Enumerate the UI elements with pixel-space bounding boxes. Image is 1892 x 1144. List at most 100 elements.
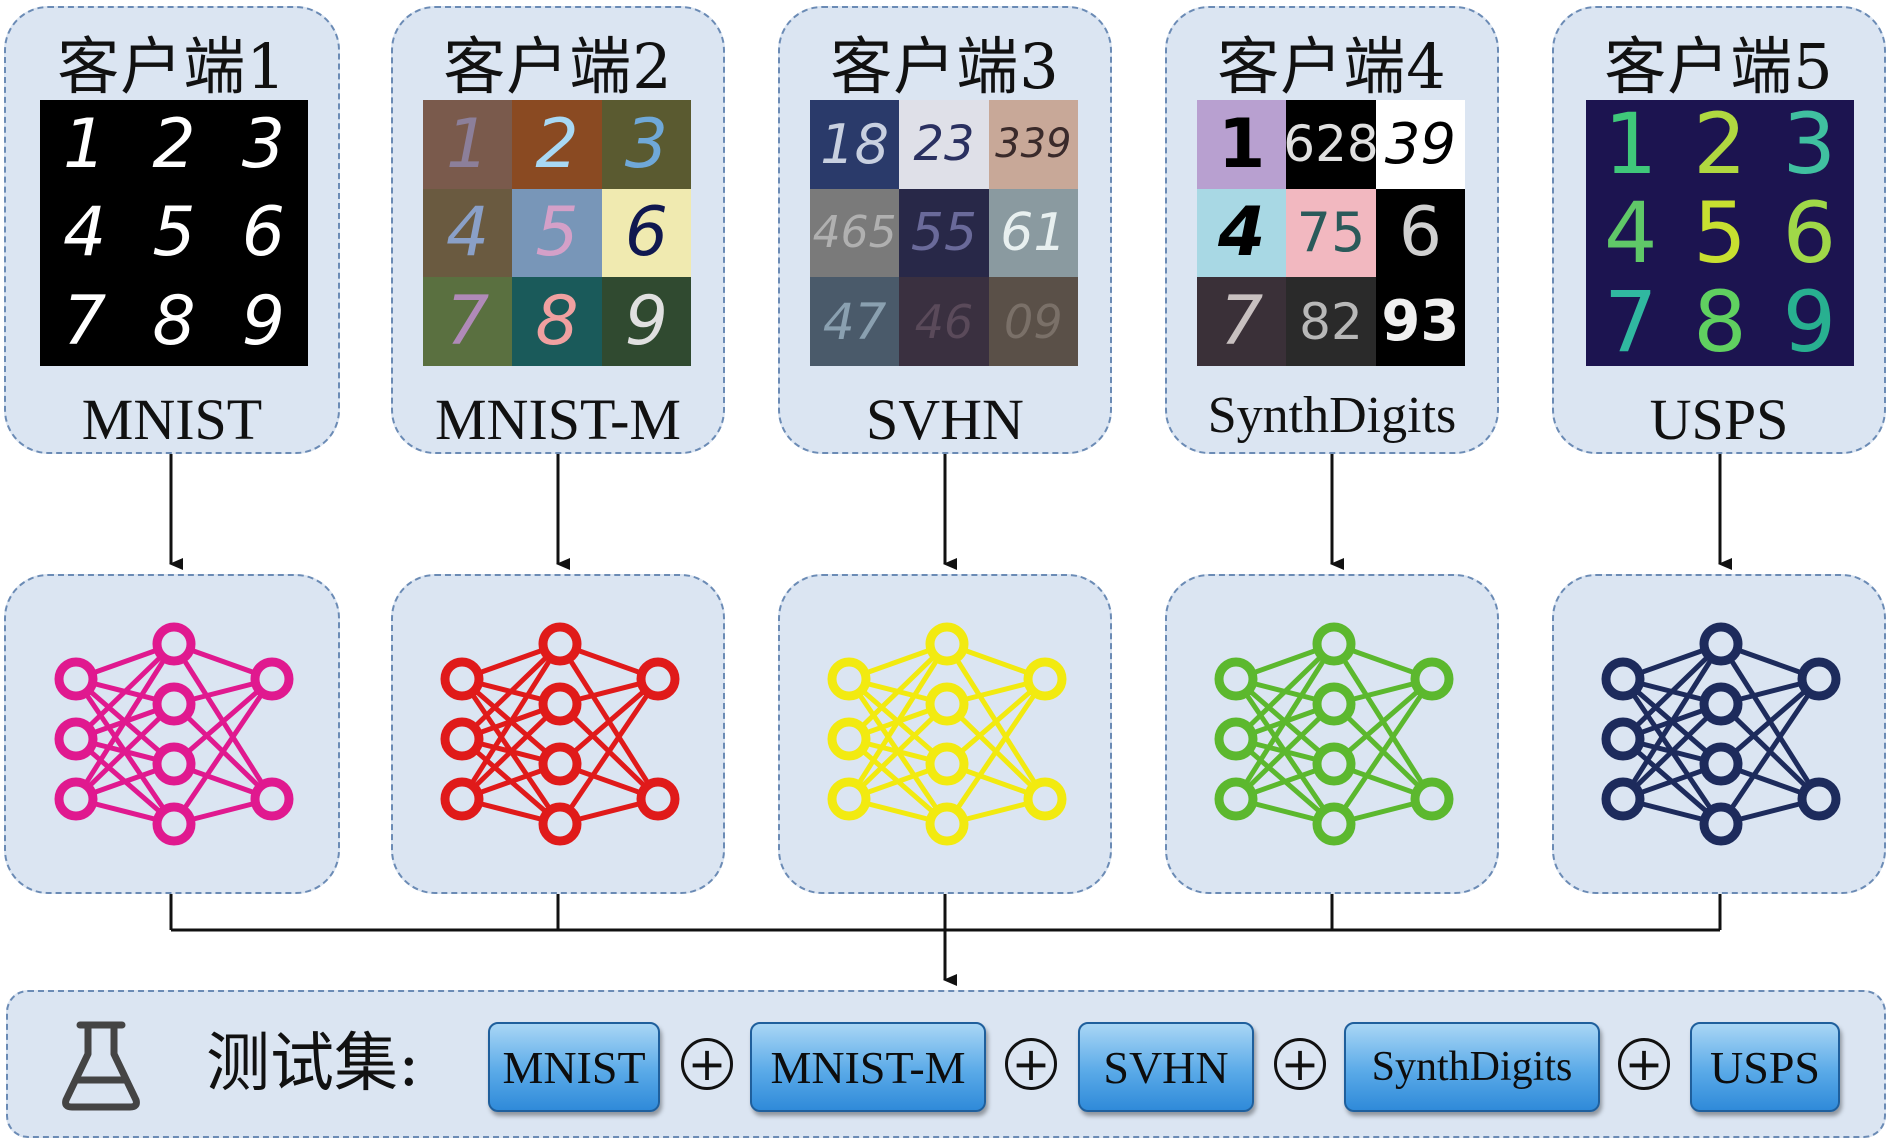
network-node — [54, 657, 98, 701]
client-title: 客户端2 — [443, 30, 673, 103]
sample-digit: 339 — [988, 100, 1078, 189]
sample-digit: 7 — [1197, 277, 1287, 366]
sample-digit: 9 — [241, 282, 285, 362]
sample-digit: 75 — [1286, 188, 1376, 278]
sample-digit: 93 — [1375, 277, 1465, 366]
sample-digit: 4 — [1603, 188, 1658, 278]
network-node — [1601, 717, 1645, 761]
sample-digit: 8 — [1693, 277, 1747, 366]
sample-digit: 18 — [810, 100, 900, 189]
network-node — [152, 802, 196, 846]
network-node — [54, 717, 98, 761]
network-connection — [557, 677, 661, 826]
network-connection — [1621, 702, 1723, 801]
sample-digit: 46 — [899, 277, 989, 366]
network-node — [925, 682, 969, 726]
mnist-sample-grid: 1 2 3 4 5 6 7 8 9 — [40, 100, 308, 366]
network-connection — [74, 642, 176, 741]
network-connection — [1621, 642, 1723, 741]
network-node — [250, 777, 294, 821]
sample-digit: 1 — [423, 100, 513, 189]
network-node — [925, 742, 969, 786]
network-node — [1797, 777, 1841, 821]
client-title: 客户端3 — [830, 30, 1060, 103]
network-node — [538, 802, 582, 846]
sample-digit: 6 — [601, 188, 691, 278]
network-node — [1410, 777, 1454, 821]
test-chip-mnist: MNIST — [488, 1022, 660, 1112]
sample-digit: 5 — [152, 193, 196, 273]
sample-digit: 39 — [1375, 100, 1465, 189]
network-connection — [1718, 677, 1822, 826]
network-connection — [73, 642, 177, 801]
network-node — [1410, 657, 1454, 701]
network-node — [1214, 777, 1258, 821]
network-node — [1023, 777, 1067, 821]
network-node — [440, 717, 484, 761]
network-node — [827, 657, 871, 701]
sample-digit: 628 — [1286, 100, 1376, 189]
network-connection — [460, 642, 562, 741]
sample-digit: 23 — [899, 100, 989, 189]
sample-digit: 8 — [512, 277, 602, 366]
network-connection — [1234, 642, 1336, 741]
sample-digit: 5 — [512, 188, 602, 278]
neural-network-icon — [54, 622, 294, 846]
test-chip-svhn: SVHN — [1078, 1022, 1254, 1112]
svhn-sample-grid: 18 23 339 465 55 61 47 46 09 — [810, 100, 1078, 366]
plus-operator: + — [681, 1038, 733, 1090]
mnist-m-sample-grid: 1 2 3 4 5 6 7 8 9 — [423, 100, 691, 366]
network-connection — [1234, 702, 1336, 801]
network-node — [925, 622, 969, 666]
model-card-5 — [1552, 574, 1886, 894]
network-node — [440, 777, 484, 821]
network-node — [440, 657, 484, 701]
sample-digit: 2 — [1693, 100, 1747, 189]
network-node — [1699, 802, 1743, 846]
dataset-name: SVHN — [866, 387, 1024, 452]
network-node — [827, 717, 871, 761]
network-connection — [846, 642, 950, 801]
network-connection — [1332, 677, 1434, 766]
network-node — [1699, 622, 1743, 666]
network-node — [1214, 717, 1258, 761]
sample-digit: 465 — [810, 188, 900, 278]
neural-network-icon — [827, 622, 1067, 846]
client-card-1: 客户端1 1 2 3 4 5 6 7 8 9 MNIST — [4, 6, 340, 454]
client-card-4: 客户端4 1 628 39 4 75 6 7 82 93 SynthDigits — [1165, 6, 1499, 454]
network-connection — [944, 677, 1048, 826]
model-card-2 — [391, 574, 725, 894]
network-node — [1699, 742, 1743, 786]
sample-digit: 7 — [63, 282, 107, 362]
dataset-name: USPS — [1649, 387, 1789, 452]
sample-digit: 3 — [601, 100, 691, 189]
sample-digit: 8 — [152, 282, 196, 362]
network-connection — [558, 677, 660, 766]
network-connection — [945, 677, 1047, 766]
dataset-name: SynthDigits — [1207, 387, 1457, 444]
sample-digit: 1 — [1197, 100, 1287, 189]
client-title: 客户端4 — [1217, 30, 1447, 103]
sample-digit: 6 — [1782, 188, 1837, 278]
sample-digit: 7 — [423, 277, 513, 366]
sample-digit: 9 — [1782, 277, 1837, 366]
plus-operator: + — [1618, 1038, 1670, 1090]
usps-sample-grid: 1 2 3 4 5 6 7 8 9 — [1586, 100, 1854, 366]
sample-digit: 1 — [1603, 100, 1658, 189]
network-node — [152, 682, 196, 726]
network-node — [1312, 622, 1356, 666]
network-connection — [171, 677, 275, 826]
sample-digit: 6 — [241, 193, 285, 273]
sample-digit: 61 — [988, 188, 1078, 278]
network-node — [1601, 777, 1645, 821]
network-node — [1312, 802, 1356, 846]
network-connection — [847, 702, 949, 801]
sample-digit: 3 — [1782, 100, 1837, 189]
dataset-name: MNIST-M — [434, 387, 682, 452]
network-node — [152, 622, 196, 666]
plus-operator: + — [1274, 1038, 1326, 1090]
network-node — [152, 742, 196, 786]
sample-digit: 4 — [63, 193, 107, 273]
network-node — [538, 682, 582, 726]
